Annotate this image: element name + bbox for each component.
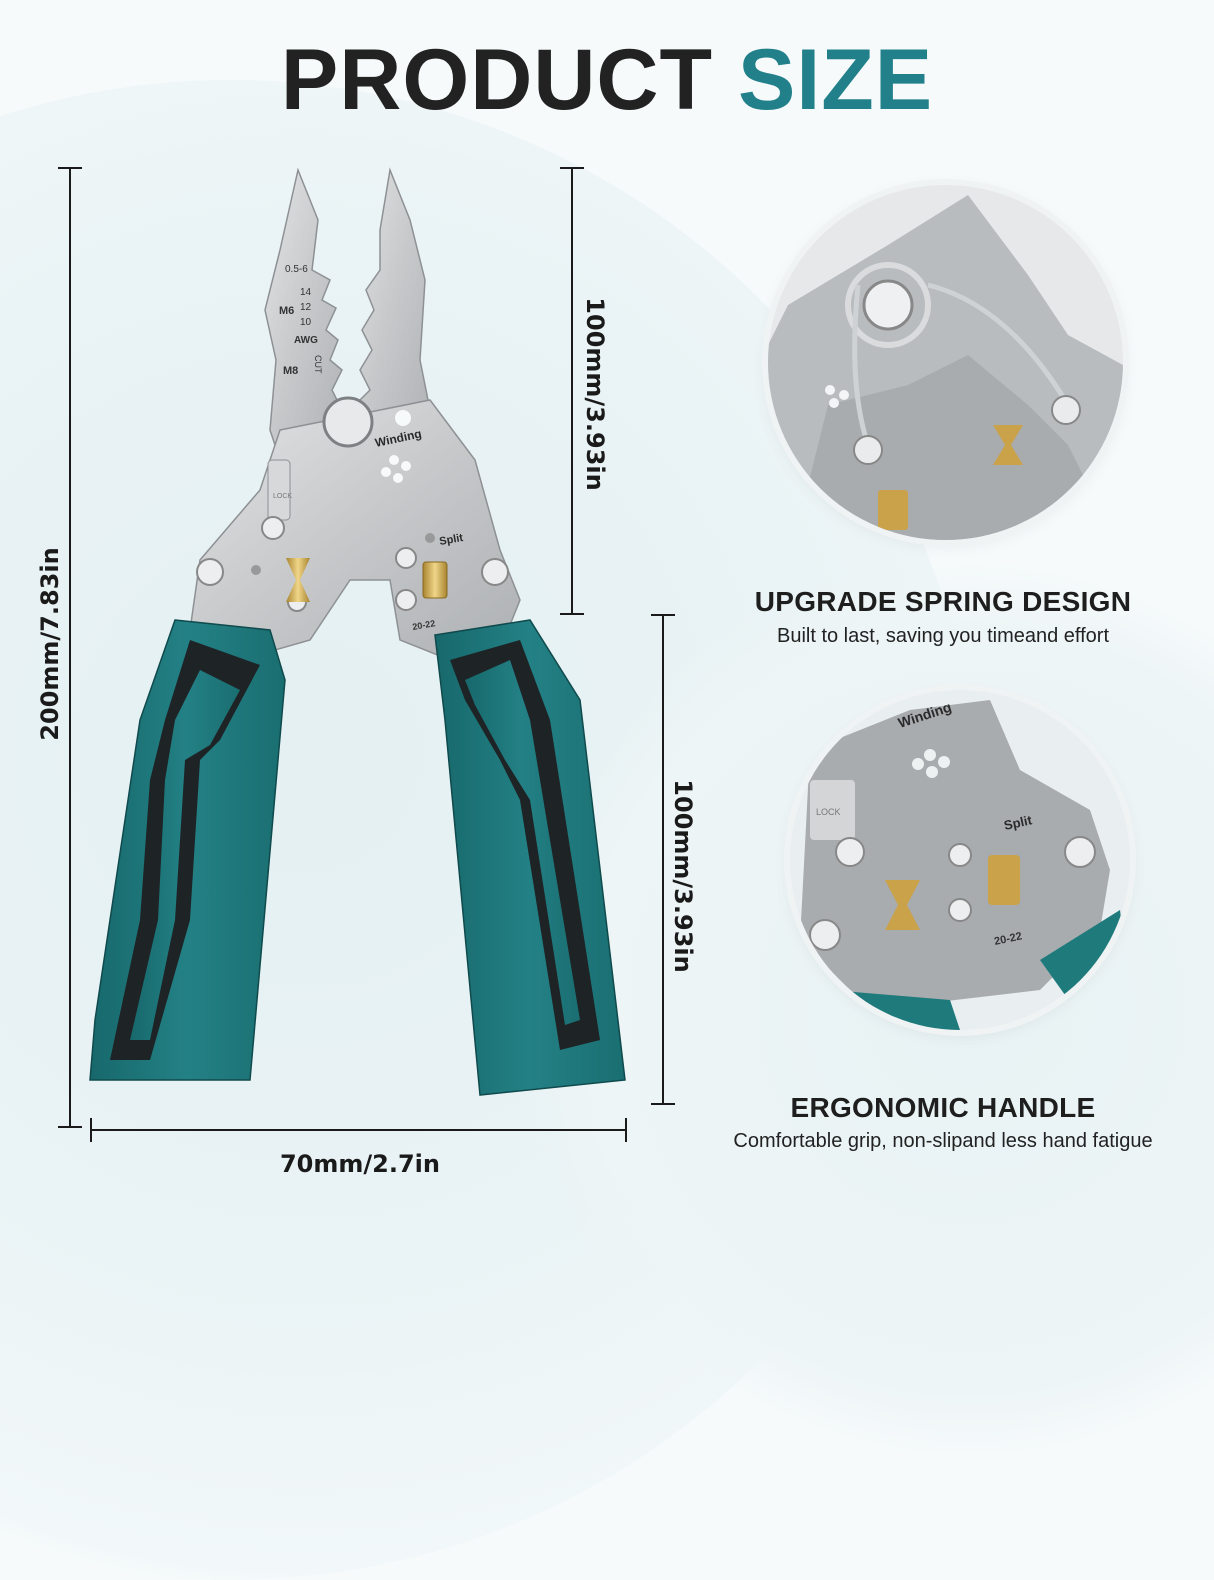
dim-label-width: 70mm/2.7in <box>279 1150 440 1178</box>
marking-range: 20-22 <box>412 618 436 632</box>
brass-adjuster-spool <box>286 558 310 602</box>
feature-heading-handle: ERGONOMIC HANDLE <box>790 1092 1096 1123</box>
winding-holes-icon <box>381 455 411 483</box>
title-part-size: SIZE <box>737 32 934 128</box>
feature-description-spring: Built to last, saving you timeand effort <box>663 625 1214 648</box>
dim-cap-right <box>625 1118 627 1142</box>
dim-line <box>90 1129 627 1131</box>
svg-text:LOCK: LOCK <box>273 493 292 500</box>
svg-text:10: 10 <box>300 317 312 328</box>
right-jaw <box>349 167 431 461</box>
marking-split: Split <box>438 532 464 548</box>
svg-text:12: 12 <box>300 302 312 313</box>
svg-text:Split: Split <box>1003 812 1034 833</box>
svg-text:AWG: AWG <box>294 335 318 346</box>
feature-description-spring-text: Built to last, saving you timeand effort <box>776 625 1110 647</box>
marking-gauge-top: 0.5-6 <box>285 264 308 275</box>
brass-knurl-wheel <box>422 561 448 599</box>
dim-line <box>571 167 573 614</box>
dim-line <box>69 167 71 1127</box>
svg-text:M6: M6 <box>279 305 294 317</box>
left-jaw: 0.5-6 14 12 10 M6 AWG M8 CUT <box>264 167 347 461</box>
dim-line <box>662 614 664 1104</box>
left-handle <box>89 619 286 1081</box>
pivot-hole <box>395 410 411 426</box>
spring-detail-image <box>768 185 1123 540</box>
dim-label-handle: 100mm/3.93in <box>669 779 697 973</box>
dim-label-total: 200mm/7.83in <box>36 547 64 741</box>
pivot-body: Winding LOCK Split 20-22 <box>189 396 521 661</box>
svg-text:CUT: CUT <box>313 355 323 374</box>
lock-lever <box>267 459 291 521</box>
feature-description-handle: Comfortable grip, non-slipand less hand … <box>733 1130 1153 1152</box>
dim-cap-bottom <box>651 1103 675 1105</box>
feature-heading-spring: UPGRADE SPRING DESIGN <box>754 586 1132 617</box>
title-part-product: PRODUCT <box>280 32 714 128</box>
page-title: PRODUCT SIZE <box>0 30 1214 130</box>
dim-cap-bottom <box>58 1126 82 1128</box>
dim-cap-bottom <box>560 613 584 615</box>
svg-text:M8: M8 <box>283 365 298 377</box>
right-handle <box>434 619 626 1096</box>
pivot-rivet <box>322 396 374 448</box>
wire-stripper-pliers-image: 0.5-6 14 12 10 M6 AWG M8 CUT Winding LOC… <box>89 167 626 1096</box>
svg-text:LOCK: LOCK <box>816 807 841 817</box>
handle-detail-image: Winding LOCK Split 20-22 <box>790 690 1130 1030</box>
svg-text:14: 14 <box>300 287 312 298</box>
svg-text:20-22: 20-22 <box>993 930 1023 948</box>
